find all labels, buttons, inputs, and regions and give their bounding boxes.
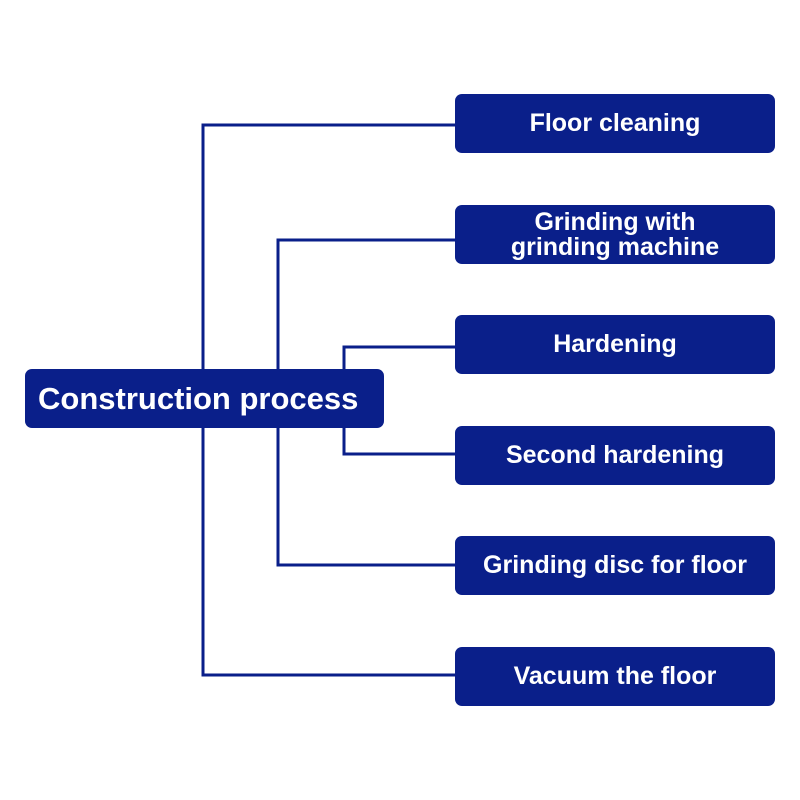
connector-grinding-disc bbox=[276, 428, 455, 567]
step-node-second-hardening: Second hardening bbox=[455, 426, 775, 485]
step-node-label: Second hardening bbox=[505, 441, 725, 469]
step-node-label: Grinding disc for floor bbox=[483, 551, 747, 579]
connector-vacuum bbox=[201, 428, 455, 677]
root-node-construction-process: Construction process bbox=[25, 369, 384, 428]
connector-grinding-machine bbox=[276, 238, 455, 369]
step-node-hardening: Hardening bbox=[455, 315, 775, 374]
root-node-label: Construction process bbox=[38, 380, 359, 416]
step-node-grinding-with-grinding-machine: Grinding with grinding machine bbox=[455, 205, 775, 264]
step-node-vacuum-the-floor: Vacuum the floor bbox=[455, 647, 775, 706]
step-node-label: Floor cleaning bbox=[529, 109, 701, 137]
connector-floor-cleaning bbox=[201, 123, 455, 369]
step-node-label: Vacuum the floor bbox=[513, 662, 717, 690]
step-node-label: Grinding with grinding machine bbox=[510, 207, 720, 261]
step-node-floor-cleaning: Floor cleaning bbox=[455, 94, 775, 153]
step-node-label: Hardening bbox=[553, 330, 677, 358]
step-node-grinding-disc-for-floor: Grinding disc for floor bbox=[455, 536, 775, 595]
